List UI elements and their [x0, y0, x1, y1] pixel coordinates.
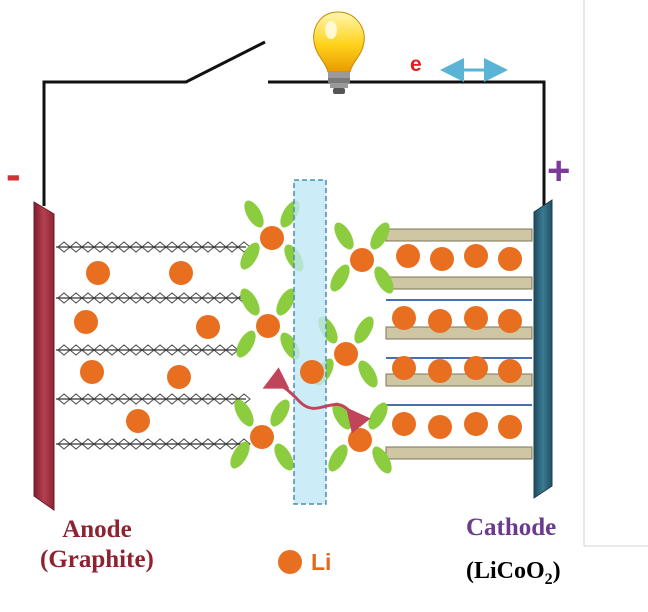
cathode-layer — [385, 373, 533, 387]
cathode-layer — [385, 326, 533, 340]
lithium-ion — [498, 359, 522, 383]
electrolyte-leaf — [234, 399, 254, 427]
electrolyte-leaf — [374, 266, 394, 294]
lithium-ion — [126, 409, 150, 433]
lithium-ion — [498, 415, 522, 439]
cathode-formula-end: ) — [552, 558, 561, 584]
lithium-ion — [196, 315, 220, 339]
cathode-layers — [385, 228, 533, 460]
graphite-layer — [56, 241, 251, 253]
electron-label: e — [410, 53, 422, 76]
electrolyte-leaf — [358, 360, 378, 388]
electrolyte-leaf — [328, 444, 348, 472]
electrolyte-leaf — [240, 242, 260, 270]
lithium-ion — [464, 412, 488, 436]
cathode-layer — [385, 276, 533, 290]
electrolyte-leaf — [270, 399, 290, 427]
lithium-ion — [498, 309, 522, 333]
electrolyte-leaf — [372, 446, 392, 474]
anode-terminal-sign: - — [6, 150, 21, 199]
electrolyte-leaf — [354, 316, 374, 344]
lithium-ion — [428, 309, 452, 333]
graphite-layer — [56, 292, 251, 304]
lithium-ion — [334, 342, 358, 366]
lithium-ion — [300, 360, 324, 384]
lithium-ion — [428, 415, 452, 439]
anode-title: Anode — [62, 516, 132, 543]
lithium-ion — [86, 261, 110, 285]
lithium-ion — [74, 310, 98, 334]
cathode-layer — [385, 446, 533, 460]
electrolyte-leaf — [330, 264, 350, 292]
electrolyte-leaf — [236, 330, 256, 358]
cathode-title: Cathode — [466, 514, 557, 541]
lithium-ion — [498, 247, 522, 271]
electrolyte-leaf — [368, 402, 388, 430]
lithium-ion — [392, 306, 416, 330]
graphite-layer — [56, 344, 251, 356]
lithium-ion — [250, 425, 274, 449]
lithium-ion — [464, 306, 488, 330]
circuit-wire-right — [268, 80, 546, 206]
lithium-ion — [464, 244, 488, 268]
electrolyte-leaf — [230, 441, 250, 469]
lithium-ion — [256, 314, 280, 338]
lithium-ion — [392, 412, 416, 436]
ion-migration-arrow — [262, 367, 371, 434]
electrolyte-molecule — [330, 222, 394, 294]
cathode-layer — [385, 228, 533, 242]
lithium-ion — [396, 244, 420, 268]
cathode-terminal-sign: + — [547, 149, 571, 193]
light-bulb-icon — [313, 11, 365, 94]
lithium-ion — [169, 261, 193, 285]
cathode-formula-subscript: 2 — [544, 570, 553, 588]
circuit-wire-left — [42, 40, 266, 206]
anode-plate — [33, 201, 55, 511]
electrolyte-leaf — [244, 200, 264, 228]
lithium-ion — [464, 356, 488, 380]
lithium-ion — [80, 360, 104, 384]
lithium-ions — [74, 226, 522, 452]
separator — [293, 179, 327, 505]
cathode-formula-main: (LiCoO — [466, 558, 545, 584]
graphite-layer — [56, 393, 251, 405]
cathode-formula: (LiCoO2) — [466, 558, 561, 589]
lithium-ion — [428, 359, 452, 383]
lithium-ion — [260, 226, 284, 250]
anode-label: Anode (Graphite) — [40, 515, 154, 575]
lithium-ion — [392, 356, 416, 380]
cathode-plate — [533, 199, 553, 499]
electrolyte-leaf — [334, 222, 354, 250]
electrolyte-leaf — [370, 222, 390, 250]
graphite-layers — [56, 241, 251, 450]
lithium-ion — [350, 248, 374, 272]
electrolyte-leaf — [276, 288, 296, 316]
legend-li-label: Li — [311, 549, 332, 575]
legend-li-dot — [278, 550, 302, 574]
lithium-ion — [430, 247, 454, 271]
lithium-ion — [167, 365, 191, 389]
graphite-layer — [56, 438, 251, 450]
electrolyte-leaf — [274, 443, 294, 471]
anode-material: (Graphite) — [40, 546, 154, 573]
lithium-ion — [348, 428, 372, 452]
electrolyte-leaf — [240, 288, 260, 316]
